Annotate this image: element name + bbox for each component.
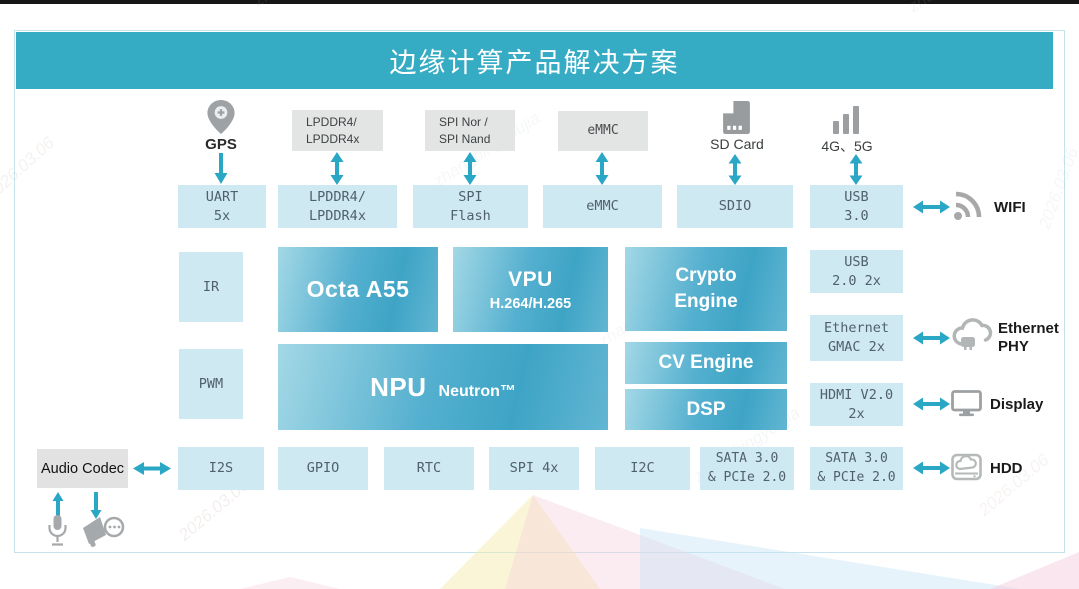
display-label: Display	[990, 396, 1044, 413]
arrow-leftright-audio	[133, 461, 171, 481]
sd-card-label: SD Card	[710, 136, 764, 152]
speaker-icon	[80, 512, 126, 553]
sata-pcie-block-1: SATA 3.0 & PCIe 2.0	[700, 447, 794, 490]
hdmi-block: HDMI V2.0 2x	[810, 383, 903, 426]
emmc-external-box: eMMC	[558, 111, 648, 151]
dsp-block: DSP	[625, 389, 787, 430]
sata-pcie-block-2: SATA 3.0 & PCIe 2.0	[810, 447, 903, 490]
top-edge-strip	[0, 0, 1079, 4]
rtc-block: RTC	[384, 447, 474, 490]
arrow-down-gps	[214, 153, 228, 189]
npu-subtitle: Neutron™	[438, 382, 516, 400]
crypto-engine-block: Crypto Engine	[625, 247, 787, 331]
ethernet-gmac-block: Ethernet GMAC 2x	[810, 315, 903, 361]
arrow-up-mic	[52, 492, 64, 524]
hdd-label: HDD	[990, 460, 1023, 477]
hdd-icon	[951, 452, 982, 488]
usb2-block: USB 2.0 2x	[810, 250, 903, 293]
gps-label: GPS	[205, 136, 237, 153]
cellular-label: 4G、5G	[821, 138, 873, 154]
wifi-icon	[952, 190, 986, 226]
display-icon	[951, 390, 982, 422]
arrow-updown-sd	[728, 154, 742, 190]
sdio-block: SDIO	[677, 185, 793, 228]
vpu-title: VPU	[508, 267, 553, 291]
arrow-leftright-display	[913, 397, 950, 416]
arrow-updown-cell	[849, 154, 863, 190]
lpddr-block: LPDDR4/ LPDDR4x	[278, 185, 397, 228]
wifi-label: WIFI	[994, 199, 1026, 216]
arrow-leftright-ethernet	[913, 331, 950, 350]
ir-block: IR	[179, 252, 243, 322]
cv-engine-label: CV Engine	[658, 352, 754, 374]
arrow-down-speaker	[90, 492, 102, 524]
decor-triangle-pink-right	[990, 552, 1079, 589]
i2c-block: I2C	[595, 447, 690, 490]
arrow-leftright-hdd	[913, 461, 950, 480]
sd-card-icon	[723, 101, 750, 139]
pwm-block: PWM	[179, 349, 243, 419]
spi-flash-block: SPI Flash	[413, 185, 528, 228]
ethernet-phy-icon	[952, 318, 993, 359]
arrow-updown-lpddr	[330, 152, 344, 190]
page-title: 边缘计算产品解决方案	[389, 48, 680, 78]
vpu-subtitle: H.264/H.265	[489, 295, 572, 312]
i2s-block: I2S	[178, 447, 264, 490]
decor-triangle-pink-left	[240, 577, 340, 589]
spi-external-box: SPI Nor / SPI Nand	[425, 110, 515, 151]
arrow-leftright-wifi	[913, 200, 950, 219]
npu-title: NPU	[370, 371, 427, 402]
arrow-updown-spi	[463, 152, 477, 190]
crypto-engine-label: Crypto Engine	[674, 265, 738, 312]
spi4x-block: SPI 4x	[489, 447, 579, 490]
uart-block: UART 5x	[178, 185, 266, 228]
cellular-signal-icon	[832, 105, 862, 140]
octa-a55-block: Octa A55	[278, 247, 438, 332]
dsp-label: DSP	[686, 398, 726, 420]
arrow-updown-emmc	[595, 152, 609, 190]
ethernet-phy-label: Ethernet PHY	[998, 320, 1059, 355]
npu-block: NPU Neutron™	[278, 344, 608, 430]
title-bar: 边缘计算产品解决方案	[16, 32, 1053, 89]
gpio-block: GPIO	[278, 447, 368, 490]
gps-pin-icon	[207, 100, 235, 134]
lpddr-external-box: LPDDR4/ LPDDR4x	[292, 110, 383, 151]
octa-a55-label: Octa A55	[306, 276, 410, 302]
emmc-block: eMMC	[543, 185, 662, 228]
vpu-block: VPU H.264/H.265	[453, 247, 608, 332]
usb3-block: USB 3.0	[810, 185, 903, 228]
microphone-icon	[45, 514, 70, 553]
audio-codec-block: Audio Codec	[37, 449, 128, 488]
cv-engine-block: CV Engine	[625, 342, 787, 384]
